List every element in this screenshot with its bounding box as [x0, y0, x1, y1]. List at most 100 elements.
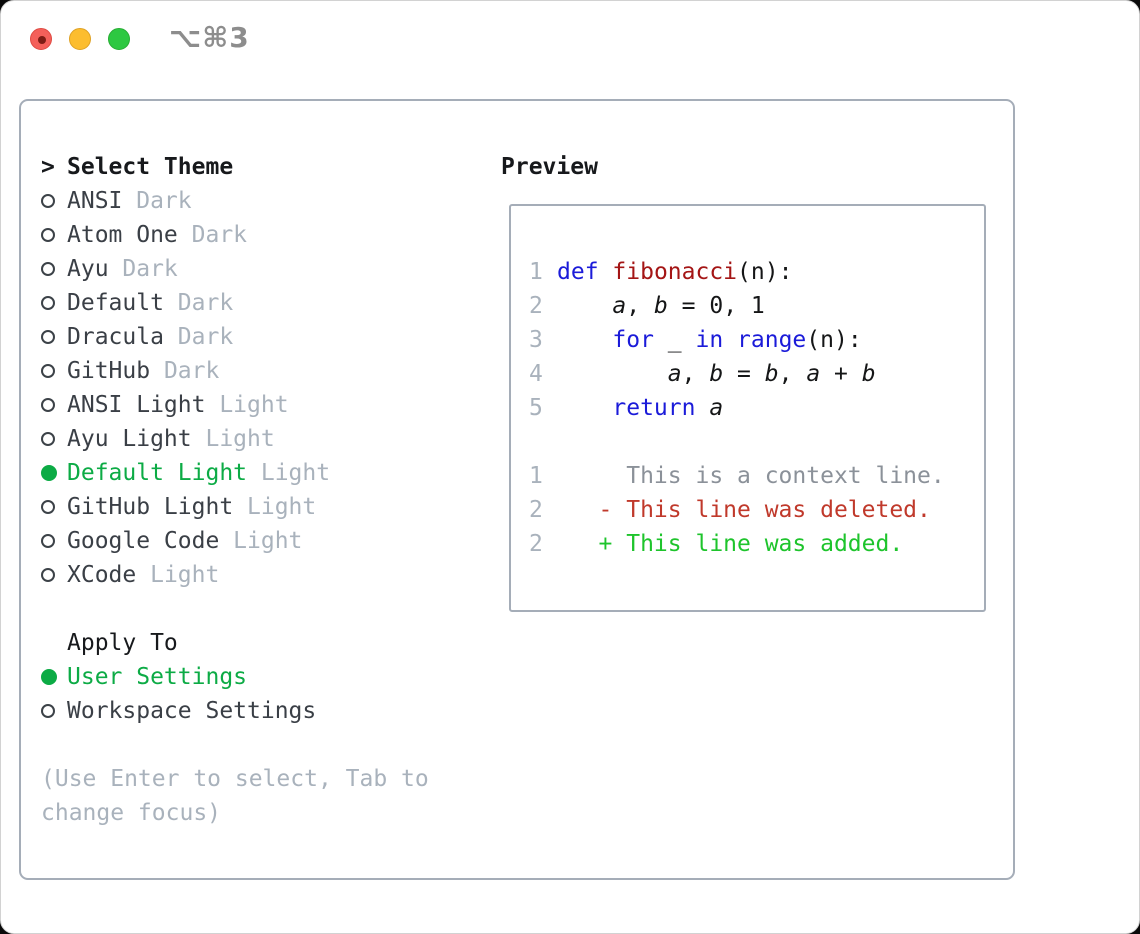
- theme-name: Ayu: [67, 256, 109, 282]
- code-text: def fibonacci(n):: [557, 259, 793, 285]
- theme-variant: Light: [219, 392, 289, 418]
- theme-variant: Light: [233, 528, 303, 554]
- keyboard-hint: (Use Enter to select, Tab to change focu…: [41, 766, 429, 826]
- radio-icon: [41, 330, 55, 344]
- code-line: 5 return a: [529, 391, 984, 425]
- theme-variant: Light: [150, 562, 220, 588]
- apply-to-label: User Settings: [67, 664, 248, 690]
- radio-icon: [41, 669, 57, 685]
- theme-name: Dracula: [67, 324, 164, 350]
- radio-icon: [41, 534, 55, 548]
- theme-name: GitHub Light: [67, 494, 234, 520]
- code-line: 3 for _ in range(n):: [529, 323, 984, 357]
- line-number: 4: [529, 361, 543, 387]
- apply-to-options: User Settings Workspace Settings: [41, 660, 491, 728]
- theme-option[interactable]: Ayu Dark: [41, 252, 491, 286]
- theme-variant: Dark: [136, 188, 192, 214]
- diff-line: 1 This is a context line.: [529, 459, 984, 493]
- preview-column: Preview 1 def fibonacci(n): 2 a, b = 0, …: [501, 150, 993, 612]
- titlebar: ⌥⌘3: [1, 1, 1139, 73]
- code-text: a, b = 0, 1: [612, 293, 765, 319]
- spacer: [41, 592, 491, 626]
- theme-name: Default Light: [67, 460, 248, 486]
- diff-line: 2 - This line was deleted.: [529, 493, 984, 527]
- theme-options: ANSI Dark Atom One Dark Ayu Dark: [41, 184, 491, 592]
- theme-option[interactable]: ANSI Light Light: [41, 388, 491, 422]
- radio-icon: [41, 568, 55, 582]
- line-number: 2: [529, 293, 543, 319]
- theme-name: GitHub: [67, 358, 151, 384]
- theme-variant: Light: [260, 460, 331, 486]
- preview-box: 1 def fibonacci(n): 2 a, b = 0, 1 3 for …: [509, 204, 986, 612]
- line-number: 1: [529, 259, 543, 285]
- radio-icon: [41, 432, 55, 446]
- radio-icon: [41, 228, 55, 242]
- theme-name: ANSI Light: [67, 392, 206, 418]
- code-line: 2 a, b = 0, 1: [529, 289, 984, 323]
- line-number: 3: [529, 327, 543, 353]
- selection-caret-icon: >: [41, 154, 55, 180]
- diff-preview: 1 This is a context line. 2 - This line …: [529, 459, 984, 561]
- traffic-lights: [30, 28, 130, 50]
- theme-picker-panel: > Select Theme ANSI Dark Atom One Dark: [19, 99, 1015, 880]
- preview-title: Preview: [501, 154, 598, 180]
- theme-name: ANSI: [67, 188, 123, 214]
- diff-text: + This line was added.: [557, 531, 904, 557]
- line-number: 1: [529, 463, 543, 489]
- theme-option[interactable]: Ayu Light Light: [41, 422, 491, 456]
- apply-to-label: Workspace Settings: [67, 698, 317, 724]
- close-button[interactable]: [30, 28, 52, 50]
- theme-option[interactable]: GitHub Light Light: [41, 490, 491, 524]
- radio-icon: [41, 194, 55, 208]
- radio-icon: [41, 398, 55, 412]
- line-number: 2: [529, 531, 543, 557]
- theme-option[interactable]: XCode Light: [41, 558, 491, 592]
- diff-text: This is a context line.: [557, 463, 945, 489]
- radio-icon: [41, 262, 55, 276]
- theme-name: Default: [67, 290, 164, 316]
- apply-to-title: Apply To: [67, 630, 178, 656]
- theme-variant: Dark: [191, 222, 248, 248]
- radio-icon: [41, 465, 57, 481]
- theme-name: XCode: [67, 562, 137, 588]
- theme-option[interactable]: Dracula Dark: [41, 320, 491, 354]
- theme-variant: Dark: [177, 290, 234, 316]
- theme-list-header: > Select Theme: [41, 150, 491, 184]
- theme-variant: Dark: [122, 256, 178, 282]
- theme-option[interactable]: Google Code Light: [41, 524, 491, 558]
- theme-option[interactable]: GitHub Dark: [41, 354, 491, 388]
- radio-icon: [41, 296, 55, 310]
- theme-list-title: Select Theme: [67, 154, 234, 180]
- radio-icon: [41, 364, 55, 378]
- diff-line: 2 + This line was added.: [529, 527, 984, 561]
- spacer: [529, 425, 984, 459]
- radio-icon: [41, 500, 55, 514]
- diff-text: - This line was deleted.: [557, 497, 931, 523]
- theme-name: Ayu Light: [67, 426, 192, 452]
- theme-name: Atom One: [67, 222, 178, 248]
- theme-option[interactable]: Default Light Light: [41, 456, 491, 490]
- code-line: 1 def fibonacci(n):: [529, 255, 984, 289]
- code-text: for _ in range(n):: [612, 327, 862, 353]
- theme-option[interactable]: Default Dark: [41, 286, 491, 320]
- theme-option[interactable]: Atom One Dark: [41, 218, 491, 252]
- code-text: a, b = b, a + b: [667, 361, 876, 387]
- theme-variant: Light: [205, 426, 275, 452]
- zoom-button[interactable]: [108, 28, 130, 50]
- line-number: 2: [529, 497, 543, 523]
- theme-variant: Dark: [177, 324, 234, 350]
- theme-variant: Dark: [163, 358, 220, 384]
- line-number: 5: [529, 395, 543, 421]
- theme-option[interactable]: ANSI Dark: [41, 184, 491, 218]
- apply-to-option[interactable]: User Settings: [41, 660, 491, 694]
- window-title: ⌥⌘3: [169, 21, 250, 54]
- theme-name: Google Code: [67, 528, 220, 554]
- minimize-button[interactable]: [69, 28, 91, 50]
- apply-to-option[interactable]: Workspace Settings: [41, 694, 491, 728]
- theme-list-column: > Select Theme ANSI Dark Atom One Dark: [41, 150, 491, 830]
- code-preview: 1 def fibonacci(n): 2 a, b = 0, 1 3 for …: [529, 255, 984, 425]
- theme-variant: Light: [247, 494, 317, 520]
- apply-to-header: Apply To: [41, 626, 491, 660]
- code-text: return a: [612, 395, 724, 421]
